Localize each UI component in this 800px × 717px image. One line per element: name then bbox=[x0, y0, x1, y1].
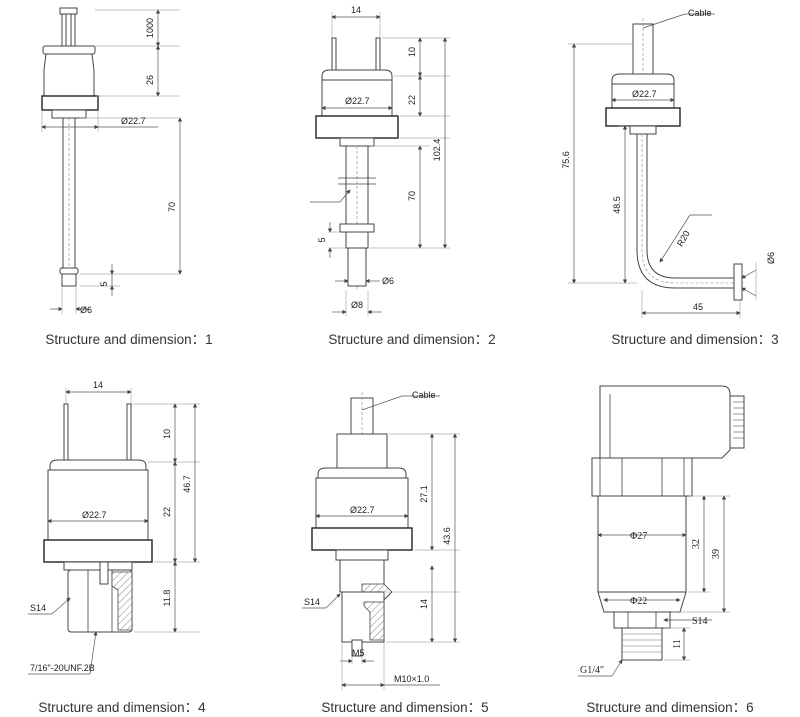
dim-label: Cable bbox=[412, 390, 436, 400]
panel-5: Cable Ø22.7 27.1 43.6 14 S14 M5 M10×1.0 … bbox=[302, 390, 489, 715]
dim-label: 1000 bbox=[145, 18, 155, 38]
dim-label: 48.5 bbox=[612, 196, 622, 214]
dim-label: Ø6 bbox=[382, 276, 394, 286]
caption: Structure and dimension：4 bbox=[38, 700, 206, 715]
dim-label: S14 bbox=[304, 597, 320, 607]
dim-label: 5 bbox=[99, 281, 109, 286]
sensor-drawing-6 bbox=[591, 385, 745, 661]
dim-label: 22 bbox=[162, 507, 172, 517]
dim-label: 27.1 bbox=[419, 485, 429, 503]
dim-label: Φ22 bbox=[630, 596, 647, 607]
dim-label: 22 bbox=[407, 95, 417, 105]
dim-label: 10 bbox=[407, 47, 417, 57]
dim-label: Ø8 bbox=[351, 300, 363, 310]
sensor-drawing-1 bbox=[41, 7, 99, 287]
dimension-lines-5 bbox=[302, 395, 460, 690]
dim-label: R20 bbox=[675, 229, 692, 248]
dim-label: 10 bbox=[162, 429, 172, 439]
caption: Structure and dimension：3 bbox=[611, 332, 778, 347]
caption: Structure and dimension：2 bbox=[328, 332, 495, 347]
panel-4: 14 10 Ø22.7 22 46.7 11.8 S14 7/16"-20UNF… bbox=[28, 380, 206, 715]
dim-label: Ø6 bbox=[80, 305, 92, 315]
dim-label: 5 bbox=[317, 237, 327, 242]
dim-label: 75.6 bbox=[561, 151, 571, 169]
dim-label: 14 bbox=[351, 5, 361, 15]
dim-label: 39 bbox=[711, 549, 722, 559]
dim-label: G1/4″ bbox=[580, 665, 604, 676]
dimension-lines-1 bbox=[41, 9, 183, 314]
dim-label: Ø22.7 bbox=[350, 505, 375, 515]
dim-label: 45 bbox=[693, 302, 703, 312]
dim-label: Ø22.7 bbox=[82, 510, 107, 520]
dim-label: Ø22.7 bbox=[632, 89, 657, 99]
dim-label: 32 bbox=[691, 539, 702, 549]
dimension-lines-4 bbox=[28, 388, 200, 675]
dim-label: S14 bbox=[30, 603, 46, 613]
dim-label: Cable bbox=[688, 8, 712, 18]
dim-label: Φ27 bbox=[630, 531, 647, 542]
dim-label: 7/16"-20UNF.2B bbox=[30, 663, 95, 673]
sensor-drawing-5 bbox=[311, 392, 413, 657]
caption: Structure and dimension：6 bbox=[586, 700, 753, 715]
caption: Structure and dimension：1 bbox=[45, 332, 212, 347]
dim-label: Ø6 bbox=[766, 252, 776, 264]
caption: Structure and dimension：5 bbox=[321, 700, 488, 715]
dim-label: 43.6 bbox=[442, 527, 452, 545]
dim-label: 26 bbox=[145, 75, 155, 85]
dim-label: 102.4 bbox=[432, 139, 442, 162]
panel-1: 1000 26 Ø22.7 70 5 Ø6 Structure and dime… bbox=[41, 7, 213, 347]
dim-label: 14 bbox=[419, 599, 429, 609]
dim-label: M5 bbox=[352, 648, 365, 658]
panel-3: Cable Ø22.7 75.6 48.5 R20 Ø6 45 Structur… bbox=[561, 8, 779, 347]
dim-label: 46.7 bbox=[182, 475, 192, 493]
dim-label: 70 bbox=[407, 191, 417, 201]
dim-label: Ø22.7 bbox=[345, 96, 370, 106]
dim-label: 70 bbox=[167, 202, 177, 212]
panel-6: Φ27 32 39 Φ22 S14 11 G1/4″ Structure and… bbox=[578, 385, 754, 715]
dimension-lines-3 bbox=[568, 13, 757, 318]
sensor-drawing-2 bbox=[315, 37, 399, 290]
dim-label: Ø22.7 bbox=[121, 116, 146, 126]
dim-label: 11 bbox=[672, 639, 683, 649]
dim-label: S14 bbox=[692, 616, 708, 627]
dimension-lines-6 bbox=[578, 495, 730, 677]
dimension-lines-2 bbox=[310, 12, 450, 316]
sensor-drawing-3 bbox=[605, 18, 745, 301]
dim-label: M10×1.0 bbox=[394, 674, 429, 684]
dim-label: 11.8 bbox=[162, 590, 172, 607]
panel-2: 14 10 Ø22.7 22 102.4 70 5 Ø6 Ø8 Structur… bbox=[310, 5, 496, 347]
dim-label: 14 bbox=[93, 380, 103, 390]
